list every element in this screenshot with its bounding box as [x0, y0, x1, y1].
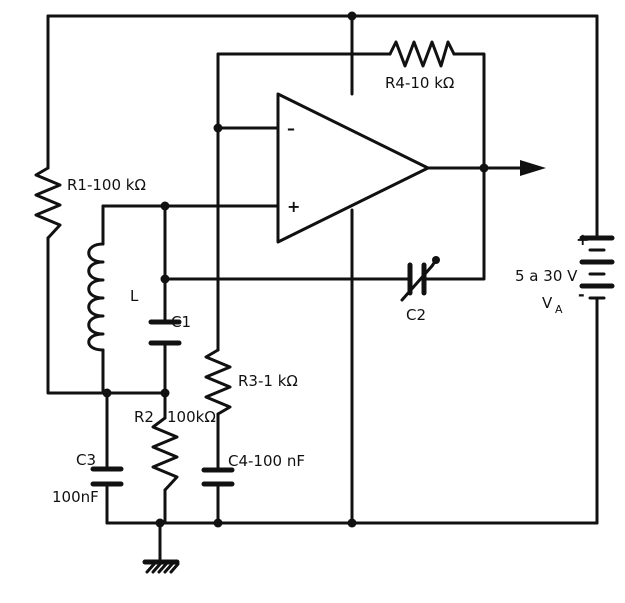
resistor-r4: [388, 40, 456, 68]
label-c2: C2: [406, 306, 426, 324]
label-battery-plus: +: [576, 230, 589, 249]
label-r1: R1-100 kΩ: [67, 176, 146, 194]
label-c4: C4-100 nF: [228, 452, 305, 470]
label-r2: R2: [134, 408, 154, 426]
label-battery-minus: -: [578, 285, 585, 304]
opamp-noninverting-sign: +: [287, 197, 300, 216]
opamp-inverting-sign: –: [287, 119, 295, 138]
label-supply-name: V: [542, 294, 553, 312]
resistor-r1: [34, 166, 62, 240]
label-c3: C3: [76, 451, 96, 469]
inductor-l: [87, 242, 105, 352]
label-l: L: [130, 287, 139, 305]
op-amp: – +: [276, 92, 430, 244]
resistor-r3: [204, 348, 232, 416]
resistor-r2: [151, 416, 179, 492]
label-supply-range: 5 a 30 V: [515, 267, 578, 285]
label-r3: R3-1 kΩ: [238, 372, 298, 390]
capacitor-c2-variable: [400, 256, 440, 302]
capacitor-c4: [201, 467, 235, 487]
label-c3-value: 100nF: [52, 488, 99, 506]
label-c1: C1: [171, 313, 191, 331]
battery-va: [579, 235, 615, 308]
capacitor-c3: [90, 466, 124, 487]
junction-dots: [102, 11, 489, 528]
capacitor-c1: [148, 319, 182, 346]
label-r2-value: 100kΩ: [167, 408, 216, 426]
labels: R1-100 kΩ R4-10 kΩ L C1 C2 R3-1 kΩ R2 10…: [52, 74, 589, 506]
output-arrow: [520, 160, 546, 176]
label-supply-subscript: A: [555, 303, 563, 316]
ground-symbol: [142, 559, 180, 574]
label-r4: R4-10 kΩ: [385, 74, 454, 92]
